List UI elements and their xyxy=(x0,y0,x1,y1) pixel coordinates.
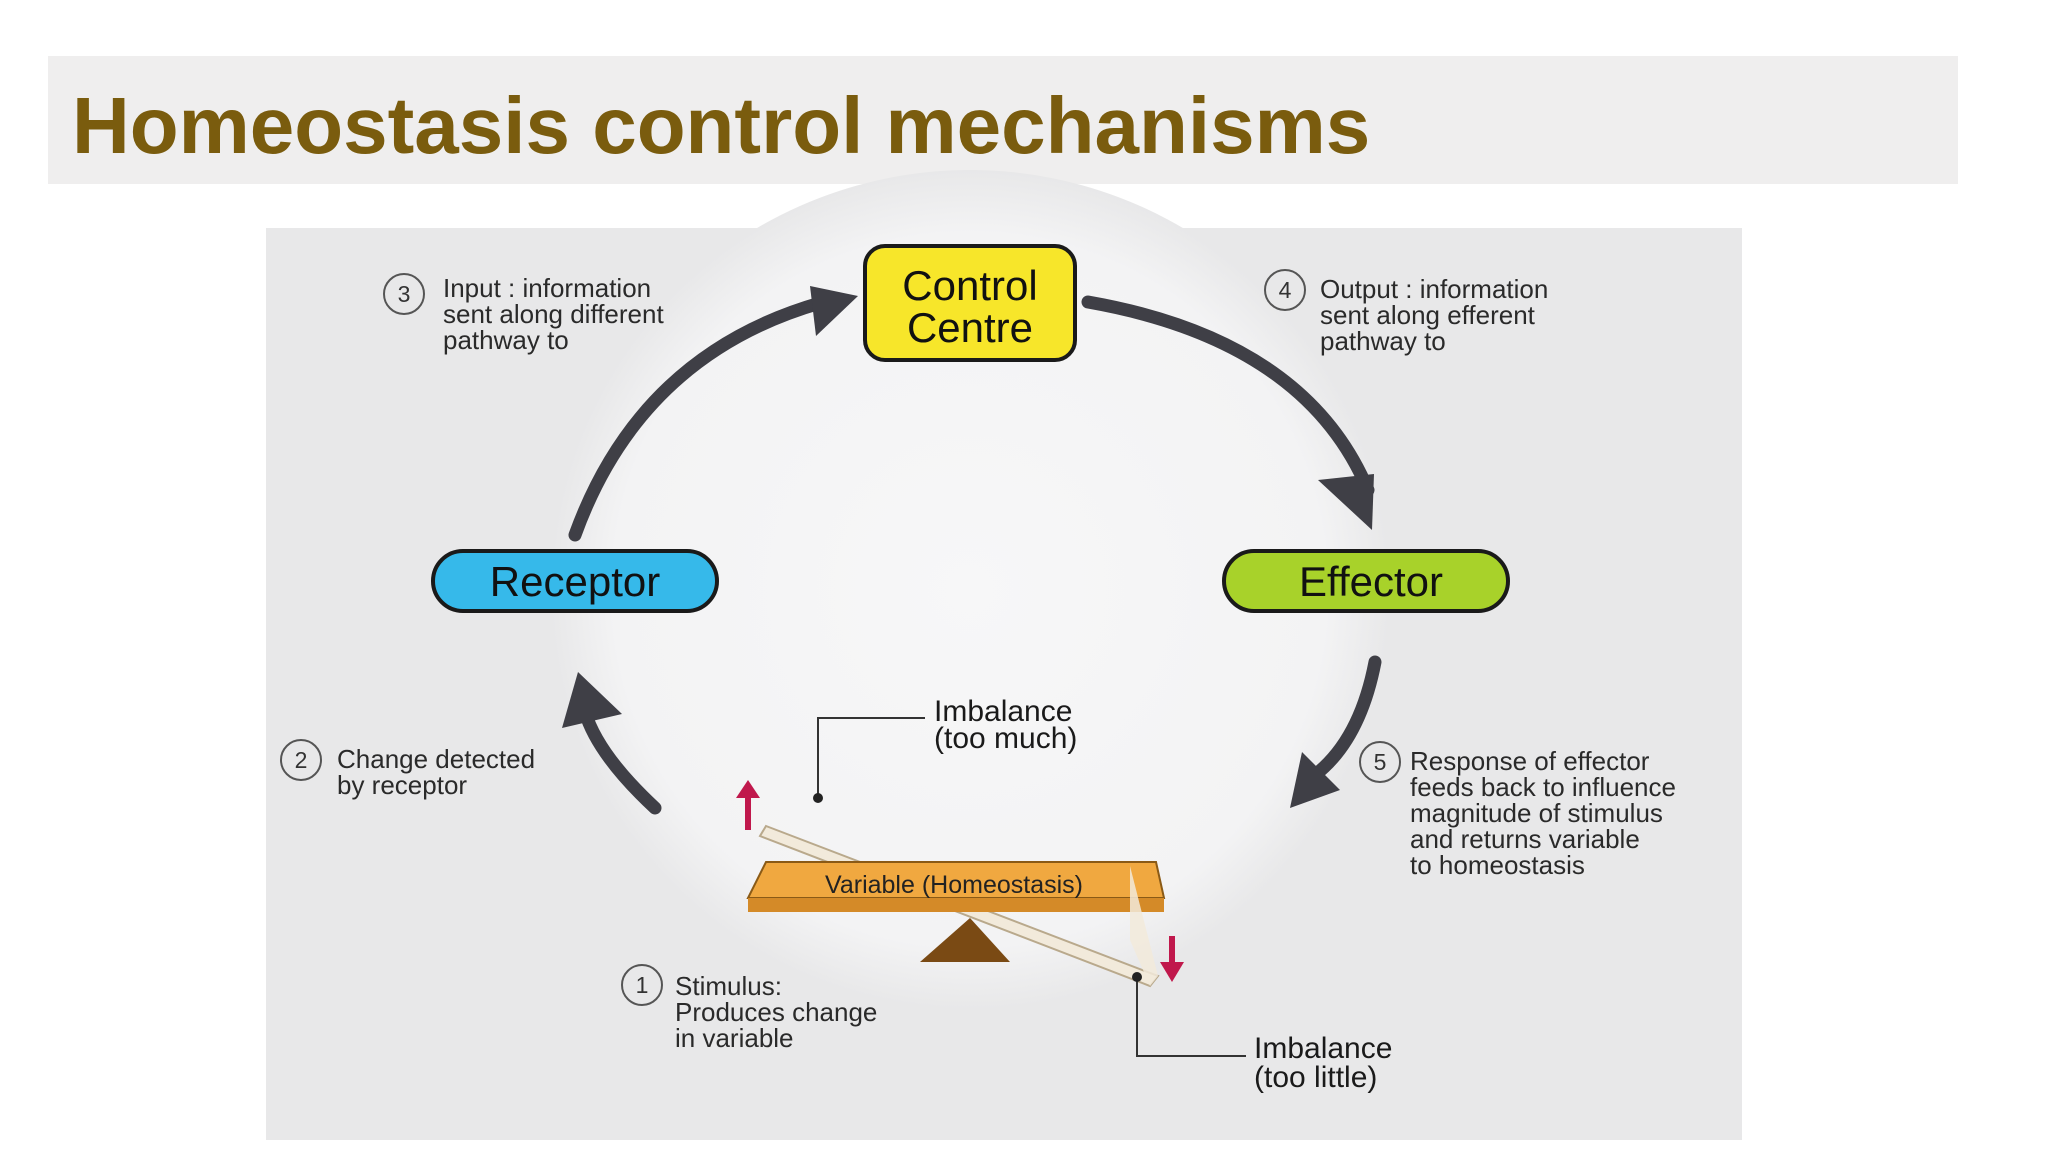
imbalance-low-line1: Imbalance xyxy=(1254,1032,1392,1065)
step-2-number-circle xyxy=(280,739,322,781)
imbalance-low-line2: (too little) xyxy=(1254,1061,1377,1094)
step-4-number-circle xyxy=(1264,269,1306,311)
step-3-line3: pathway to xyxy=(443,325,569,355)
receptor-label: Receptor xyxy=(490,558,660,605)
step-2-line1: Change detected xyxy=(337,744,535,774)
arrow-control-to-effector xyxy=(1081,295,1375,530)
step-1-line1: Stimulus: xyxy=(675,971,782,1001)
arrow-stimulus-to-receptor xyxy=(562,672,662,815)
step-4-line1: Output : information xyxy=(1320,274,1548,304)
step-3-number-circle xyxy=(383,273,425,315)
step-5-line5: to homeostasis xyxy=(1410,850,1585,880)
step-1-number: 1 xyxy=(636,972,649,998)
title-bar xyxy=(48,56,1958,184)
control-centre-node: Control Centre xyxy=(863,244,1077,362)
step-2-number: 2 xyxy=(295,747,308,773)
step-5-caption: 5 Response of effector feeds back to inf… xyxy=(1359,741,1676,880)
down-arrow-icon xyxy=(1160,936,1184,982)
step-1-line2: Produces change xyxy=(675,997,877,1027)
imbalance-low: Imbalance (too little) xyxy=(1132,972,1392,1094)
effector-label: Effector xyxy=(1299,558,1443,605)
step-5-number: 5 xyxy=(1374,749,1387,775)
slide-title: Homeostasis control mechanisms xyxy=(72,81,1371,170)
step-5-line2: feeds back to influence xyxy=(1410,772,1676,802)
control-centre-label-line2: Centre xyxy=(907,304,1033,351)
receptor-node: Receptor xyxy=(431,549,719,613)
effector-node: Effector xyxy=(1222,549,1510,613)
step-3-number: 3 xyxy=(398,281,411,307)
imbalance-high-line1: Imbalance xyxy=(934,695,1072,728)
step-4-number: 4 xyxy=(1279,277,1292,303)
control-centre-label-line1: Control xyxy=(902,262,1037,309)
cycle-background xyxy=(550,170,1390,1010)
step-5-number-circle xyxy=(1359,741,1401,783)
step-5-line3: magnitude of stimulus xyxy=(1410,798,1663,828)
seesaw: Variable (Homeostasis) xyxy=(746,824,1166,988)
variable-platform: Variable (Homeostasis) xyxy=(746,861,1166,912)
arrow-effector-to-variable xyxy=(1290,655,1382,808)
step-5-line4: and returns variable xyxy=(1410,824,1640,854)
up-arrow-icon xyxy=(736,780,760,830)
imbalance-high: Imbalance (too much) xyxy=(813,695,1077,803)
variable-label: Variable (Homeostasis) xyxy=(825,871,1083,899)
step-4-caption: 4 Output : information sent along effere… xyxy=(1264,269,1548,356)
step-3-caption: 3 Input : information sent along differe… xyxy=(383,273,664,355)
step-4-line2: sent along efferent xyxy=(1320,300,1536,330)
step-3-line2: sent along different xyxy=(443,299,664,329)
step-2-line2: by receptor xyxy=(337,770,467,800)
imbalance-high-line2: (too much) xyxy=(934,722,1077,755)
step-1-number-circle xyxy=(621,964,663,1006)
seesaw-fulcrum xyxy=(920,918,1010,962)
step-3-line1: Input : information xyxy=(443,273,651,303)
step-1-caption: 1 Stimulus: Produces change in variable xyxy=(621,964,877,1053)
step-5-line1: Response of effector xyxy=(1410,746,1650,776)
arrow-receptor-to-control xyxy=(568,286,858,542)
step-4-line3: pathway to xyxy=(1320,326,1446,356)
step-2-caption: 2 Change detected by receptor xyxy=(280,739,535,800)
step-1-line3: in variable xyxy=(675,1023,794,1053)
